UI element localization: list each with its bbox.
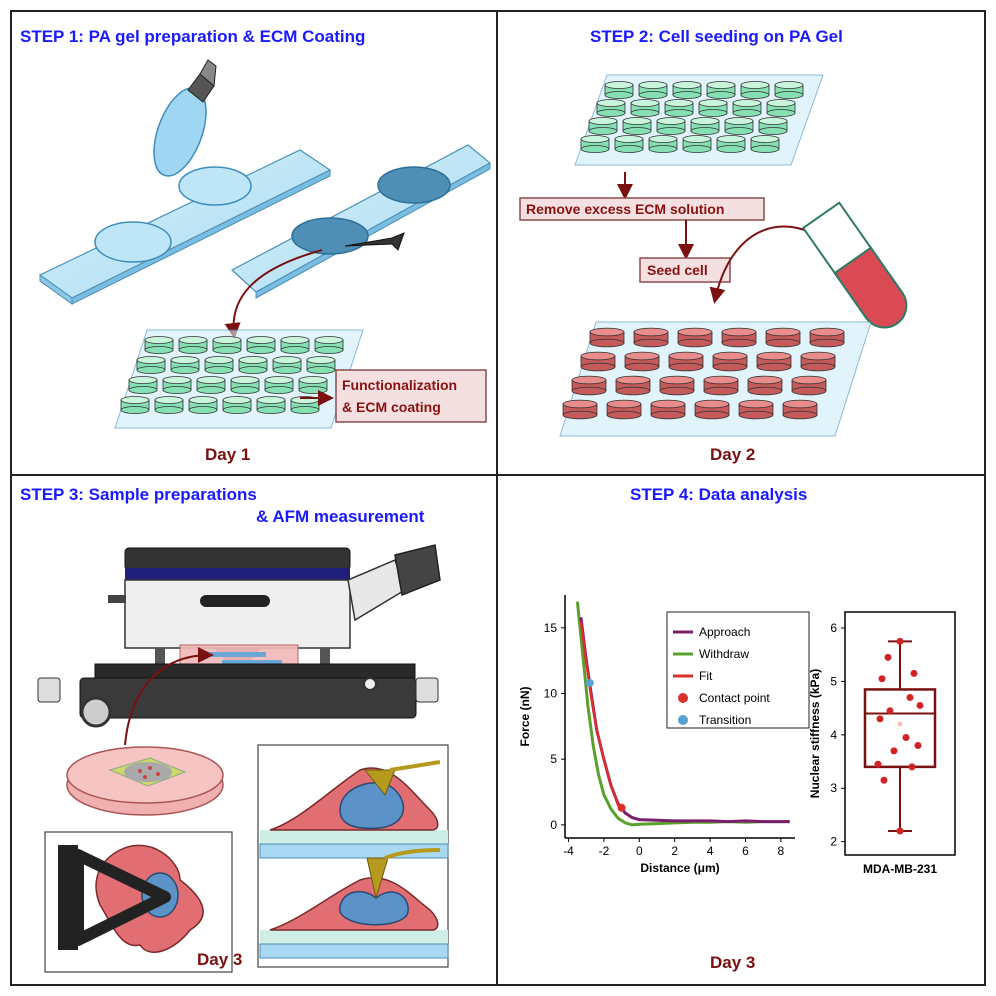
data-point xyxy=(914,742,922,750)
y-tick-label: 2 xyxy=(830,835,837,849)
mean-marker xyxy=(897,721,903,727)
coverslip-with-tweezer xyxy=(153,59,217,177)
remove-ecm-label: Remove excess ECM solution xyxy=(526,201,724,217)
data-point xyxy=(916,701,924,709)
arrow-from-tube xyxy=(709,225,825,304)
x-tick-label: -2 xyxy=(599,844,610,858)
force-x-label: Distance (μm) xyxy=(640,861,719,875)
data-point xyxy=(896,827,904,835)
legend-label: Fit xyxy=(699,669,713,683)
y-tick-label: 4 xyxy=(830,728,837,742)
data-point xyxy=(910,669,918,677)
data-point xyxy=(906,693,914,701)
step3-title-line1: STEP 3: Sample preparations xyxy=(20,485,257,504)
box-x-label: MDA-MB-231 xyxy=(863,862,937,876)
x-tick-label: -4 xyxy=(563,844,574,858)
data-point xyxy=(876,715,884,723)
data-point xyxy=(880,776,888,784)
remove-ecm-box xyxy=(519,197,765,221)
step4-title: STEP 4: Data analysis xyxy=(630,485,807,504)
step4-panel: STEP 4: Data analysis -4 -2 0 2 4 6 8 0 5 10 15Dis… xyxy=(518,485,956,972)
y-tick-label: 5 xyxy=(550,752,557,766)
seed-cell-label: Seed cell xyxy=(647,262,708,278)
marker-transition xyxy=(585,679,594,688)
glass-slide-left xyxy=(38,149,332,305)
force-y-label: Force (nN) xyxy=(518,686,532,746)
legend-label: Withdraw xyxy=(699,647,749,661)
well-plate-red xyxy=(559,321,872,437)
y-tick-label: 0 xyxy=(550,818,557,832)
data-point xyxy=(884,653,892,661)
data-point xyxy=(886,707,894,715)
y-tick-label: 3 xyxy=(830,781,837,795)
cantilever-top-view xyxy=(44,831,233,973)
data-point xyxy=(902,734,910,742)
data-point xyxy=(874,760,882,768)
afm-side-view xyxy=(257,744,449,968)
data-point xyxy=(908,763,916,771)
y-tick-label: 15 xyxy=(544,621,558,635)
y-tick-label: 5 xyxy=(830,674,837,688)
legend-label: Transition xyxy=(699,713,751,727)
step1-day: Day 1 xyxy=(205,445,250,464)
afm-instrument xyxy=(37,544,441,728)
functionalization-box xyxy=(335,369,487,423)
well-plate-green xyxy=(114,329,364,429)
x-tick-label: 4 xyxy=(707,844,714,858)
functionalization-label-1: Functionalization xyxy=(342,377,457,393)
well-plate-green-top xyxy=(574,74,824,166)
petri-dish xyxy=(66,746,224,816)
y-tick-label: 6 xyxy=(830,621,837,635)
box-y-label: Nuclear stiffness (kPa) xyxy=(808,669,822,798)
box-frame xyxy=(844,611,956,856)
step1-panel: STEP 1: PA gel preparation & ECM Coating xyxy=(20,27,492,464)
step1-title: STEP 1: PA gel preparation & ECM Coating xyxy=(20,27,365,46)
step4-day: Day 3 xyxy=(710,953,755,972)
legend-label: Contact point xyxy=(699,691,770,705)
legend-swatch xyxy=(678,715,688,725)
y-tick-label: 10 xyxy=(544,687,558,701)
legend-label: Approach xyxy=(699,625,750,639)
functionalization-label-2: & ECM coating xyxy=(342,399,441,415)
arrow-dish-to-afm xyxy=(124,647,214,746)
seed-cell-box xyxy=(639,257,731,283)
step3-title-line2: & AFM measurement xyxy=(256,507,425,526)
series-line-fit xyxy=(579,621,623,810)
legend-swatch xyxy=(678,693,688,703)
x-tick-label: 6 xyxy=(742,844,749,858)
step2-panel: STEP 2: Cell seeding on PA Gel Remove ex… xyxy=(519,27,908,464)
step3-panel: STEP 3: Sample preparations & AFM measur… xyxy=(20,485,449,973)
data-point xyxy=(878,675,886,683)
test-tube xyxy=(801,201,908,329)
x-tick-label: 0 xyxy=(636,844,643,858)
iqr-box xyxy=(863,688,937,769)
glass-slide-right xyxy=(230,144,492,299)
step3-day: Day 3 xyxy=(197,950,242,969)
x-tick-label: 8 xyxy=(778,844,785,858)
marker-contact-point xyxy=(617,803,626,812)
step2-title: STEP 2: Cell seeding on PA Gel xyxy=(590,27,843,46)
arrow-to-plate xyxy=(224,249,323,339)
data-point xyxy=(896,637,904,645)
data-point xyxy=(890,747,898,755)
step2-day: Day 2 xyxy=(710,445,755,464)
x-tick-label: 2 xyxy=(671,844,678,858)
